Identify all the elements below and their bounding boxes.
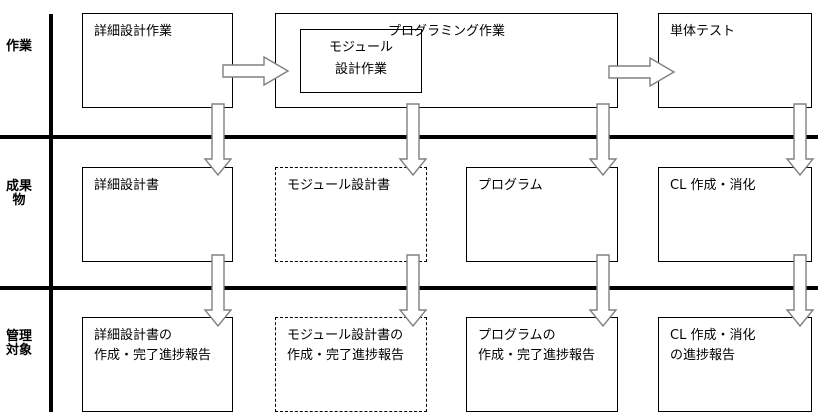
box-program-report-label: プログラムの 作成・完了進捗報告 (478, 328, 596, 363)
box-programming-work[interactable]: プログラミング作業 (275, 13, 618, 108)
box-detail-design-report-label: 詳細設計書の 作成・完了進捗報告 (94, 328, 212, 363)
box-module-design-doc[interactable]: モジュール設計書 (275, 167, 427, 262)
box-module-design-report-label: モジュール設計書の 作成・完了進捗報告 (287, 328, 405, 363)
box-module-design-work[interactable]: モジュール 設計作業 (300, 29, 422, 93)
swimlane-label-managed: 管理対象 (6, 329, 33, 358)
box-program-label: プログラム (478, 178, 543, 193)
arrow-down-design-to-doc-icon (203, 103, 233, 177)
arrow-down-doc-to-report-icon (203, 254, 233, 328)
box-module-design-work-label: モジュール 設計作業 (328, 40, 394, 77)
box-unit-test[interactable]: 単体テスト (658, 13, 812, 108)
arrow-right-programming-to-test-icon (608, 56, 676, 88)
arrow-down-moduledoc-to-report-icon (398, 254, 428, 328)
box-detail-design-doc-label: 詳細設計書 (94, 178, 160, 193)
arrow-right-design-to-programming-icon (222, 55, 290, 87)
swimlane-vertical-divider (49, 14, 53, 412)
box-detail-design-work[interactable]: 詳細設計作業 (82, 13, 233, 108)
box-cl-create-consume[interactable]: CL 作成・消化 (658, 167, 812, 262)
box-module-design-doc-label: モジュール設計書 (287, 178, 391, 193)
box-programming-work-label: プログラミング作業 (387, 24, 505, 39)
arrow-down-module-to-doc-icon (398, 103, 428, 177)
box-program[interactable]: プログラム (466, 167, 618, 262)
box-cl-report-label: CL 作成・消化 の進捗報告 (670, 328, 756, 363)
box-cl-report[interactable]: CL 作成・消化 の進捗報告 (658, 317, 812, 412)
box-module-design-report[interactable]: モジュール設計書の 作成・完了進捗報告 (275, 317, 427, 412)
arrow-down-program-to-report-icon (588, 254, 618, 328)
swimlane-label-deliverable: 成果物 (6, 179, 33, 208)
swimlane-label-work: 作業 (6, 39, 33, 54)
arrow-down-programming-to-program-icon (588, 103, 618, 177)
arrow-down-test-to-cl-icon (785, 103, 815, 177)
box-cl-create-consume-label: CL 作成・消化 (670, 178, 756, 193)
box-program-report[interactable]: プログラムの 作成・完了進捗報告 (466, 317, 618, 412)
box-detail-design-report[interactable]: 詳細設計書の 作成・完了進捗報告 (82, 317, 233, 412)
box-detail-design-doc[interactable]: 詳細設計書 (82, 167, 233, 262)
box-detail-design-work-label: 詳細設計作業 (94, 24, 173, 39)
arrow-down-cl-to-report-icon (785, 254, 815, 328)
box-unit-test-label: 単体テスト (670, 24, 736, 39)
